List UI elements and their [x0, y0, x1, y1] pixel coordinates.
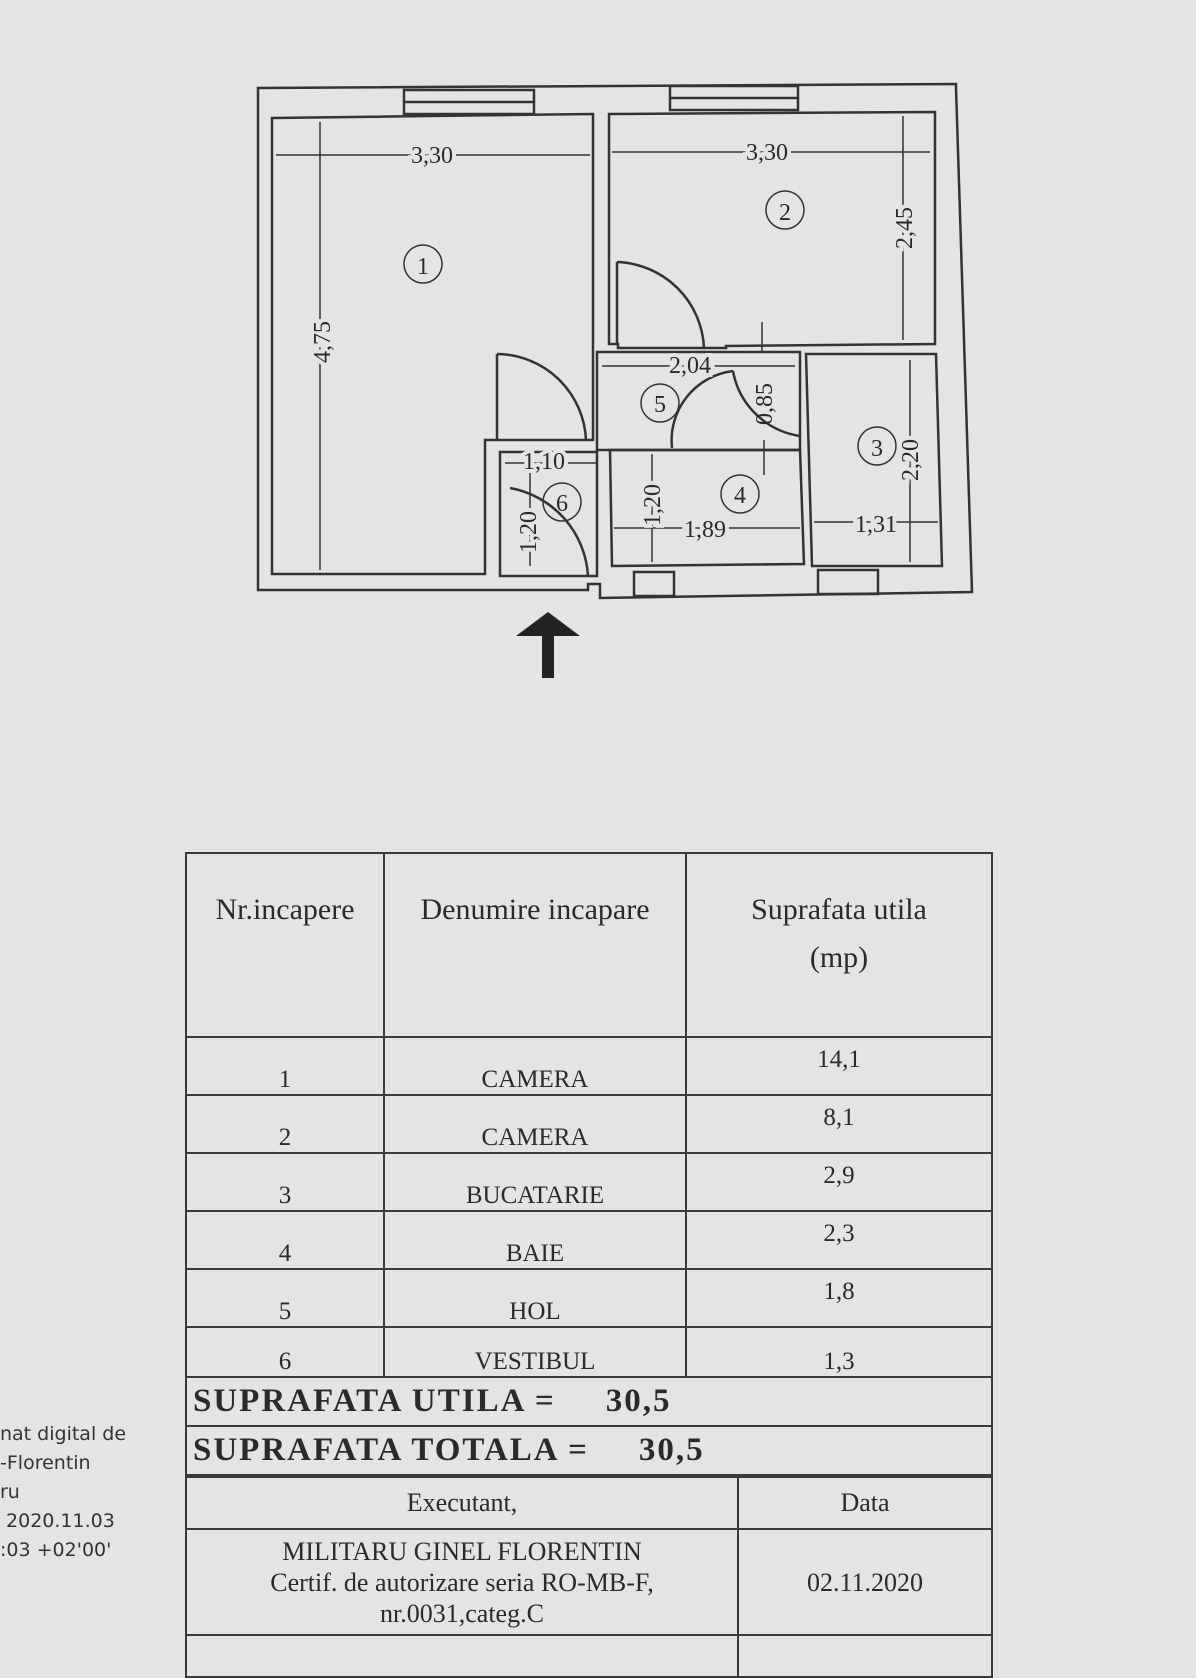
cell-name: BAIE: [383, 1210, 687, 1270]
executant-name: MILITARU GINEL FLORENTIN: [282, 1536, 642, 1566]
digital-signature-text: nat digital de -Florentin ru 2020.11.03 …: [0, 1420, 126, 1565]
dim-room3-length: 2,20: [898, 439, 924, 481]
signature-line: 2020.11.03: [0, 1510, 115, 1532]
cell-area: 8,1: [685, 1094, 993, 1154]
cell-nr: 4: [185, 1210, 385, 1270]
dim-room4-length: 1,20: [640, 484, 666, 526]
cell-nr: 5: [185, 1268, 385, 1328]
dim-room3-width: 1,31: [855, 512, 897, 538]
total-usable-cell: SUPRAFATA UTILA = 30,5: [185, 1376, 993, 1427]
room-number-2: 2: [779, 200, 791, 226]
cell-nr: 3: [185, 1152, 385, 1212]
cell-name: CAMERA: [383, 1094, 687, 1154]
cell-nr: 6: [185, 1326, 385, 1378]
cell-nr: 2: [185, 1094, 385, 1154]
total-usable-label: SUPRAFATA UTILA =: [193, 1383, 556, 1419]
room-number-5: 5: [654, 392, 666, 418]
date-value: 02.11.2020: [737, 1528, 993, 1636]
arrow-up-icon: [516, 612, 580, 678]
signature-line: :03 +02'00': [0, 1539, 112, 1561]
signature-line: ru: [0, 1481, 20, 1503]
total-usable-value: 30,5: [605, 1383, 672, 1419]
dim-hall-width: 2,04: [669, 353, 711, 379]
signature-line: -Florentin: [0, 1452, 91, 1474]
total-area-cell: SUPRAFATA TOTALA = 30,5: [185, 1425, 993, 1476]
signature-line: nat digital de: [0, 1423, 127, 1445]
dim-room1-width: 3,30: [411, 143, 453, 169]
total-area-row: SUPRAFATA TOTALA = 30,5: [185, 1425, 993, 1476]
cell-name: BUCATARIE: [383, 1152, 687, 1212]
dim-room6-length: 1,20: [516, 511, 542, 553]
total-area-value: 30,5: [638, 1432, 705, 1468]
cell-name: HOL: [383, 1268, 687, 1328]
cell-area: 14,1: [685, 1036, 993, 1096]
room-number-1: 1: [417, 254, 429, 280]
floor-plan: 1 2 3 4 5 6 3,30 3,30 4,75 2,45 2,04 0,8…: [256, 82, 974, 678]
room-number-3: 3: [871, 436, 883, 462]
cell-name: VESTIBUL: [383, 1326, 687, 1378]
header-area: Suprafata utila (mp): [685, 852, 993, 1038]
header-nr: Nr.incapere: [185, 852, 385, 1038]
total-usable-row: SUPRAFATA UTILA = 30,5: [185, 1376, 993, 1427]
header-area-label: Suprafata utila: [751, 893, 927, 926]
cell-area: 2,9: [685, 1152, 993, 1212]
cell-nr: 1: [185, 1036, 385, 1096]
cell-area: 2,3: [685, 1210, 993, 1270]
certificate-line: Certif. de autorizare seria RO-MB-F,: [270, 1567, 654, 1597]
dim-room2-length: 2,45: [892, 207, 918, 249]
header-area-unit: (mp): [809, 941, 869, 974]
date-label: Data: [737, 1476, 993, 1530]
executant-label: Executant,: [185, 1476, 739, 1530]
cell-name: CAMERA: [383, 1036, 687, 1096]
dim-room2-width: 3,30: [746, 140, 788, 166]
dim-room4-width: 1,89: [684, 517, 726, 543]
empty-cell: [185, 1634, 739, 1678]
empty-cell: [737, 1634, 993, 1678]
room-number-6: 6: [556, 491, 568, 517]
dim-hall-depth: 0,85: [752, 383, 778, 425]
tables-container: Nr.incapere Denumire incapare Suprafata …: [185, 852, 993, 1678]
room-number-4: 4: [734, 483, 746, 509]
certificate-line: nr.0031,categ.C: [380, 1598, 544, 1628]
dim-room6-width: 1,10: [523, 449, 565, 475]
dim-room1-length: 4,75: [310, 321, 336, 363]
cell-area: 1,3: [685, 1326, 993, 1378]
room-area-table: Nr.incapere Denumire incapare Suprafata …: [185, 852, 993, 1476]
table-header: Nr.incapere Denumire incapare Suprafata …: [185, 852, 993, 1038]
cell-area: 1,8: [685, 1268, 993, 1328]
total-area-label: SUPRAFATA TOTALA =: [193, 1432, 589, 1468]
header-name: Denumire incapare: [383, 852, 687, 1038]
